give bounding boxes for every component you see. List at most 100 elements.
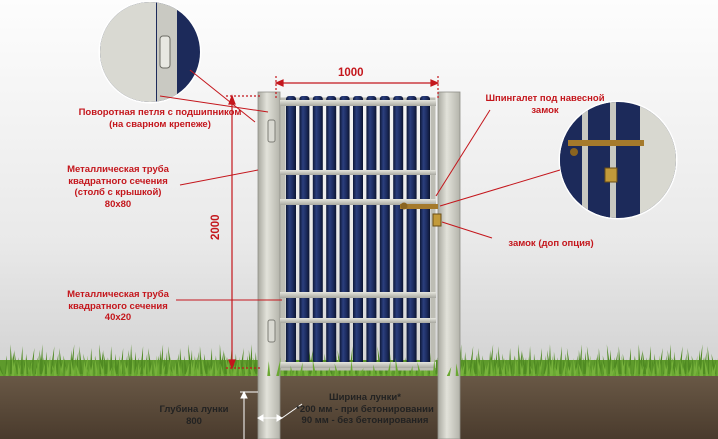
grass-blade [565, 366, 570, 376]
grass-blade [606, 344, 612, 374]
grass-blade [455, 363, 459, 376]
grass-blade [23, 356, 27, 376]
grass-blade [129, 344, 133, 374]
grass-blade [549, 359, 553, 376]
grass-blade [556, 360, 560, 376]
grass-blade [460, 361, 466, 376]
grass-blade [432, 358, 436, 376]
grass-blade [538, 362, 542, 376]
picket [353, 96, 363, 366]
grass-blade [216, 363, 220, 376]
grass-blade [5, 363, 9, 376]
hole-depth-label: Глубина лунки 800 [159, 404, 229, 427]
grass-blade [203, 353, 208, 374]
grass-blade [592, 360, 596, 376]
grass-blade [578, 363, 583, 376]
grass-blade [96, 363, 100, 376]
grass-blade [100, 361, 105, 376]
grass-blade [515, 357, 519, 376]
grass-blade [89, 360, 94, 376]
upper-rail [280, 170, 436, 175]
grass-blade [183, 355, 188, 374]
grass-blade [109, 346, 113, 374]
grass-blade [164, 351, 168, 374]
grass-blade [700, 360, 704, 376]
grass-blade [193, 358, 198, 376]
grass-blade [518, 344, 522, 374]
frame-label: Металлическая труба квадратного сечения … [67, 289, 169, 323]
grass-blade [114, 359, 120, 374]
grass-blade [350, 360, 354, 376]
low-rail [280, 318, 436, 323]
grass-blade [658, 362, 662, 376]
grass-blade [161, 360, 165, 376]
grass-blade [372, 364, 376, 376]
grass-blade [484, 360, 490, 376]
grass-blade [626, 361, 630, 376]
grass-blade [13, 364, 17, 376]
grass-blade [621, 355, 626, 376]
grass-blade [334, 363, 340, 376]
grass-blade [651, 359, 657, 374]
picket [379, 96, 390, 366]
grass-blade [156, 357, 160, 376]
grass-blade [675, 361, 679, 376]
lock-icon [432, 213, 442, 227]
latch-label: Шпингалет под навесной замок [485, 93, 605, 116]
hinge-label: Поворотная петля с подшипником (на сварн… [78, 107, 242, 130]
grass-blade [645, 367, 650, 376]
grass-blade [119, 368, 123, 376]
post-label: Металлическая труба квадратного сечения … [67, 164, 169, 210]
picket [366, 96, 377, 366]
grass-blade [609, 358, 613, 376]
grass-blade [118, 355, 123, 376]
grass-blade [251, 364, 257, 376]
grass-blade [147, 361, 151, 376]
grass-blade [299, 362, 303, 376]
grass-blade [41, 363, 45, 376]
grass-blade [110, 360, 116, 376]
grass-blade [69, 344, 75, 374]
grass-blade [214, 358, 218, 376]
grass-blade [249, 344, 253, 374]
top-hinge-icon [267, 119, 276, 143]
grass-blade [149, 363, 153, 376]
grass-blade [386, 361, 391, 376]
grass-blade [628, 348, 632, 374]
grass-blade [529, 365, 535, 376]
picket [339, 96, 350, 366]
grass-blade [466, 367, 471, 376]
pickets [286, 96, 430, 366]
grass-blade [533, 359, 539, 374]
left-post [257, 91, 281, 439]
grass-blade [71, 367, 75, 376]
grass-blade [114, 353, 118, 374]
width-label: 1000 [338, 67, 364, 79]
grass-blade [492, 364, 496, 376]
grass-blade [633, 356, 637, 376]
grass-blade [682, 367, 686, 376]
grass-blade [143, 367, 147, 376]
grass-blade [709, 360, 713, 376]
grass-blade [543, 355, 547, 374]
grass-blade [59, 362, 63, 376]
grass-blade [711, 361, 717, 376]
grass-blade [505, 361, 510, 376]
grass-blade [207, 366, 211, 376]
grass-blade [501, 367, 506, 376]
grass-blade [686, 366, 690, 376]
grass-blade [99, 344, 103, 374]
grass-blade [244, 361, 249, 376]
grass-blade [133, 364, 138, 376]
grass-blade [698, 344, 703, 374]
grass-blade [612, 364, 617, 376]
grass-blade [643, 357, 647, 374]
picket [406, 96, 417, 366]
grass-blade [552, 358, 556, 376]
grass-blade [27, 361, 33, 376]
grass-blade [395, 357, 399, 376]
grass-blade [86, 366, 91, 376]
hole-dimension [240, 390, 303, 439]
